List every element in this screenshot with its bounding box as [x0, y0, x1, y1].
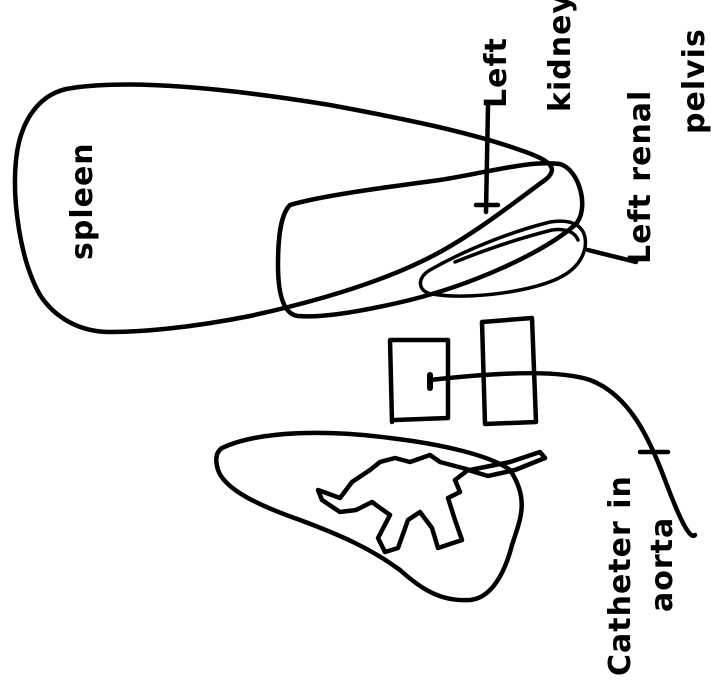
lower-organ-calyces [318, 452, 545, 552]
label-catheter-2: aorta [645, 517, 680, 612]
label-left-renal-pelvis-1: Left renal [623, 90, 658, 264]
left-kidney-pointer [476, 105, 498, 212]
label-left-kidney-1: Left [479, 37, 514, 108]
label-spleen: spleen [65, 142, 100, 260]
label-left-kidney-2: kidney [543, 0, 578, 112]
lower-organ-outline [216, 433, 521, 600]
left-renal-pelvis-shape [420, 221, 585, 296]
label-catheter-1: Catheter in [603, 475, 638, 676]
label-left-renal-pelvis-2: pelvis [677, 28, 711, 134]
